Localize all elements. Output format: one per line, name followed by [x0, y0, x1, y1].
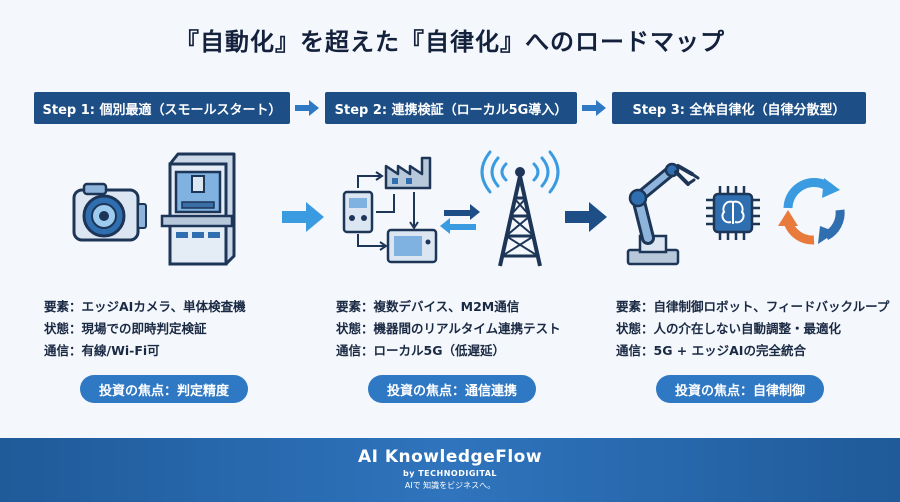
step-1-elements: 要素：エッジAIカメラ、単体検査機 — [44, 299, 246, 314]
step-1-state: 状態：現場での即時判定検証 — [44, 321, 207, 336]
flow-arrow-1-icon — [282, 202, 324, 232]
feedback-loop-icon — [778, 178, 845, 245]
inspection-machine-icon — [160, 152, 236, 266]
page-title: 『自動化』を超えた『自律化』へのロードマップ — [175, 28, 725, 56]
step-3-heading: Step 3: 全体自律化（自律分散型） — [612, 92, 866, 124]
camera-icon — [72, 182, 147, 242]
flow-arrow-2-icon — [565, 202, 607, 232]
step-2-heading: Step 2: 連携検証（ローカル5G導入） — [325, 92, 577, 124]
footer-banner: AI KnowledgeFlow by TECHNODIGITAL AIで 知識… — [0, 438, 900, 502]
step-2-state: 状態：機器間のリアルタイム連携テスト — [336, 321, 561, 336]
step-2-elements: 要素：複数デバイス、M2M通信 — [336, 299, 520, 314]
controller-icon — [342, 190, 374, 234]
step-1-comm: 通信：有線/Wi-Fi可 — [44, 343, 160, 358]
brand-by-line: by TECHNODIGITAL — [403, 469, 497, 478]
step-2-focus-badge: 投資の焦点：通信連携 — [368, 375, 536, 403]
step-arrow-2-icon — [582, 100, 606, 116]
monitor-icon — [386, 228, 438, 264]
step-3-comm: 通信：5G + エッジAIの完全統合 — [616, 343, 806, 358]
brand-tagline: AIで 知識をビジネスへ。 — [404, 481, 496, 490]
factory-icon — [384, 156, 432, 190]
step-1-focus-badge: 投資の焦点：判定精度 — [80, 375, 248, 403]
step-2-details: 要素：複数デバイス、M2M通信 状態：機器間のリアルタイム連携テスト 通信：ロー… — [336, 296, 561, 362]
step-3-elements: 要素：自律制御ロボット、フィードバックループ — [616, 299, 890, 314]
bidirectional-arrow-icon — [440, 204, 480, 234]
robot-arm-icon — [626, 162, 700, 266]
step-3-state: 状態：人の介在しない自動調整・最適化 — [616, 321, 842, 336]
step-1-details: 要素：エッジAIカメラ、単体検査機 状態：現場での即時判定検証 通信：有線/Wi… — [44, 296, 246, 362]
brand-name: AI KnowledgeFlow — [357, 447, 543, 467]
step-2-comm: 通信：ローカル5G（低遅延） — [336, 343, 505, 358]
ai-chip-icon — [706, 186, 760, 240]
step-1-heading: Step 1: 個別最適（スモールスタート） — [34, 92, 290, 124]
device-network-icon — [342, 156, 438, 264]
step-3-details: 要素：自律制御ロボット、フィードバックループ 状態：人の介在しない自動調整・最適… — [616, 296, 889, 362]
antenna-tower-icon — [480, 150, 560, 267]
step-arrow-1-icon — [295, 100, 319, 116]
step-3-focus-badge: 投資の焦点：自律制御 — [656, 375, 824, 403]
